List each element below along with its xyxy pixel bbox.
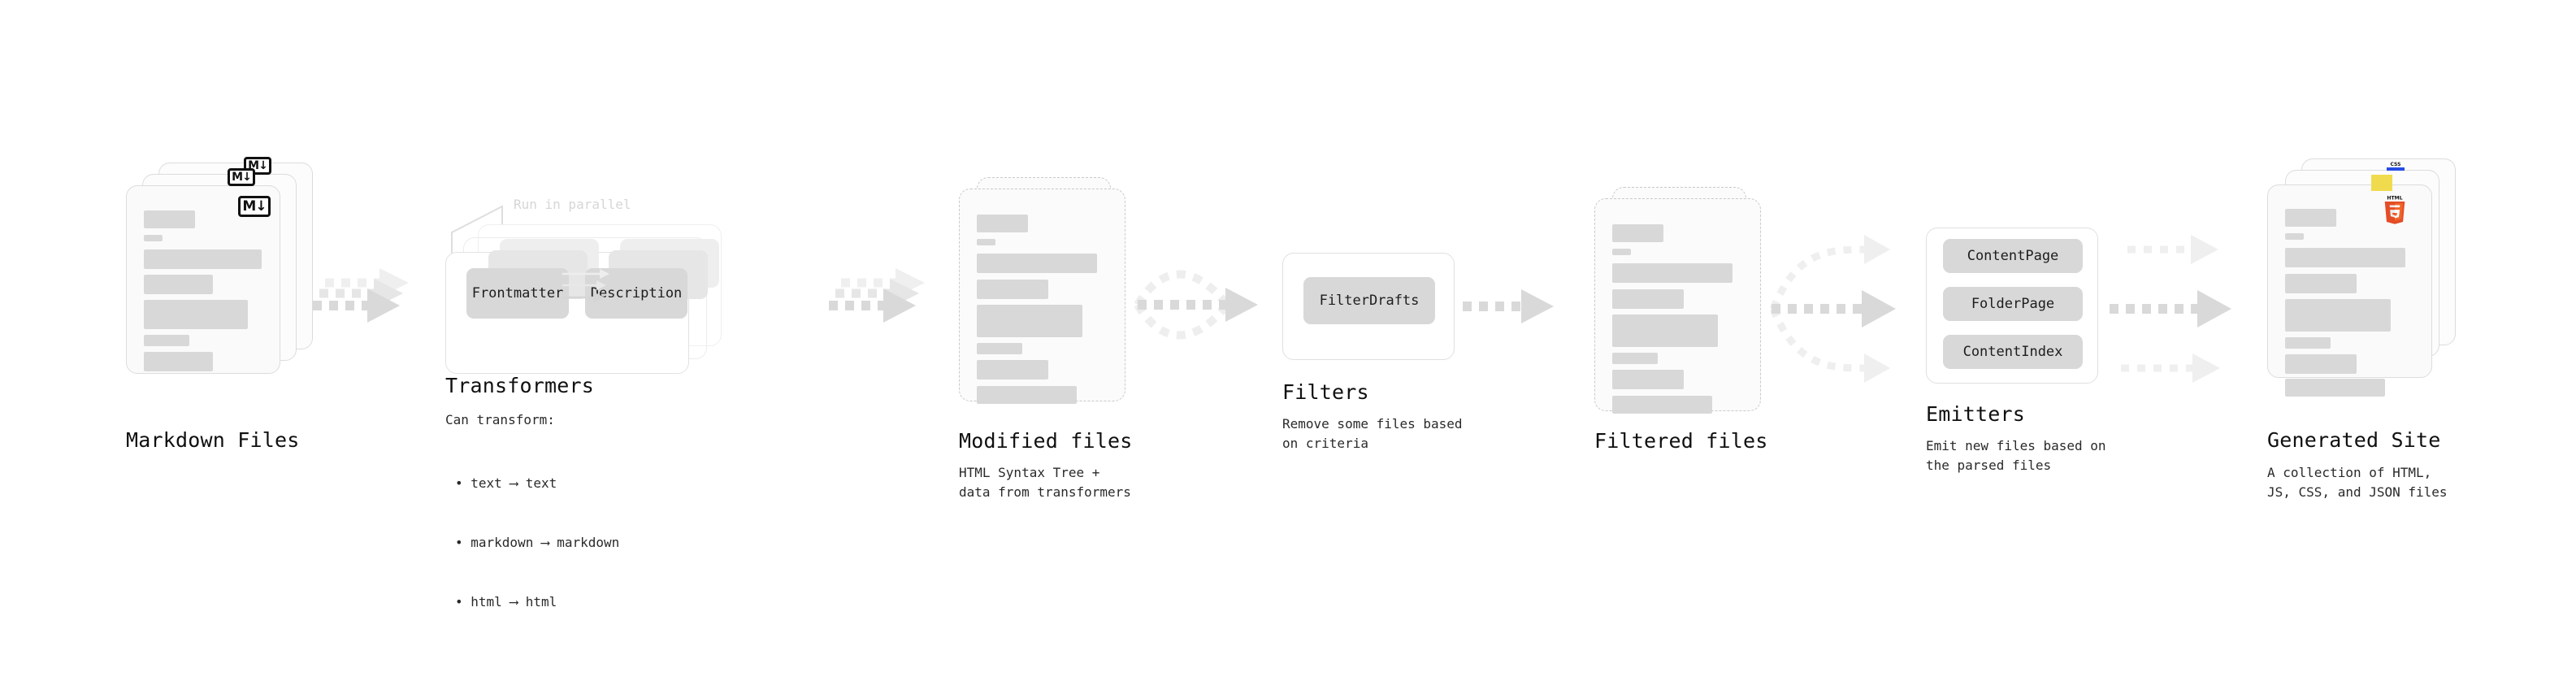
label-modified-files: Modified files [959,429,1133,453]
modified-file-stack [959,177,1134,405]
connector-emitters-to-site [2110,235,2231,383]
stage-generated-site: CSS HTML [2267,158,2456,397]
stage-modified-files [959,177,1134,405]
doc-skeleton [959,189,1125,404]
doc-skeleton [1594,198,1761,414]
js-badge [2371,175,2392,191]
list-item: • text ⟶ text [455,475,557,491]
stage-markdown-files: M↓ M↓ M↓ [126,157,313,374]
note-run-in-parallel: Run in parallel [514,197,631,212]
list-item: • markdown ⟶ markdown [455,534,620,550]
connector-filters-to-filtered [1463,289,1554,323]
emitters-subtitle: Emit new files based on the parsed files [1926,438,2106,474]
filters-box: FilterDrafts [1282,253,1455,360]
frontmatter-chip[interactable]: Frontmatter [466,268,569,319]
label-filtered-files: Filtered files [1594,429,1768,453]
folderpage-chip[interactable]: FolderPage [1943,287,2083,321]
doc-skeleton [2267,184,2432,397]
connector-markdown-to-transformers [313,268,409,323]
doc-skeleton [126,185,280,374]
connector-transformers-to-modified [829,268,925,323]
html5-icon: HTML [2384,196,2405,224]
svg-text:HTML: HTML [2387,196,2402,202]
list-item: • html ⟶ html [455,593,557,609]
markdown-badge-mid: M↓ [228,168,255,186]
connector-frontmatter-to-description [562,269,609,303]
label-filters: Filters [1282,380,1369,404]
filterdrafts-chip[interactable]: FilterDrafts [1303,277,1435,324]
connector-modified-to-filters [1134,270,1258,340]
description-chip[interactable]: Description [585,268,687,319]
contentpage-chip[interactable]: ContentPage [1943,239,2083,273]
modified-files-subtitle: HTML Syntax Tree + data from transformer… [959,465,1131,501]
generated-site-stack: CSS HTML [2267,158,2456,397]
emitters-box: ContentPage FolderPage ContentIndex [1926,228,2098,384]
generated-site-subtitle: A collection of HTML, JS, CSS, and JSON … [2267,465,2448,501]
connector-filtered-to-emitters [1769,235,1896,383]
label-emitters: Emitters [1926,402,2026,426]
label-generated-site: Generated Site [2267,428,2441,452]
label-markdown-files: Markdown Files [126,428,300,452]
filtered-file-stack [1594,187,1769,414]
run-in-parallel-bracket [451,205,503,267]
stage-filtered-files [1594,187,1769,414]
markdown-badge-front: M↓ [238,196,271,217]
markdown-badge-back: M↓ [244,157,271,175]
transformers-bullets: • text ⟶ text • markdown ⟶ markdown • ht… [455,434,619,651]
label-transformers: Transformers [445,374,595,397]
contentindex-chip[interactable]: ContentIndex [1943,335,2083,369]
transformers-subtitle-heading: Can transform: [445,412,555,427]
filters-subtitle: Remove some files based on criteria [1282,416,1463,452]
css-badge: CSS [2387,162,2405,171]
markdown-file-stack: M↓ M↓ M↓ [126,157,313,374]
